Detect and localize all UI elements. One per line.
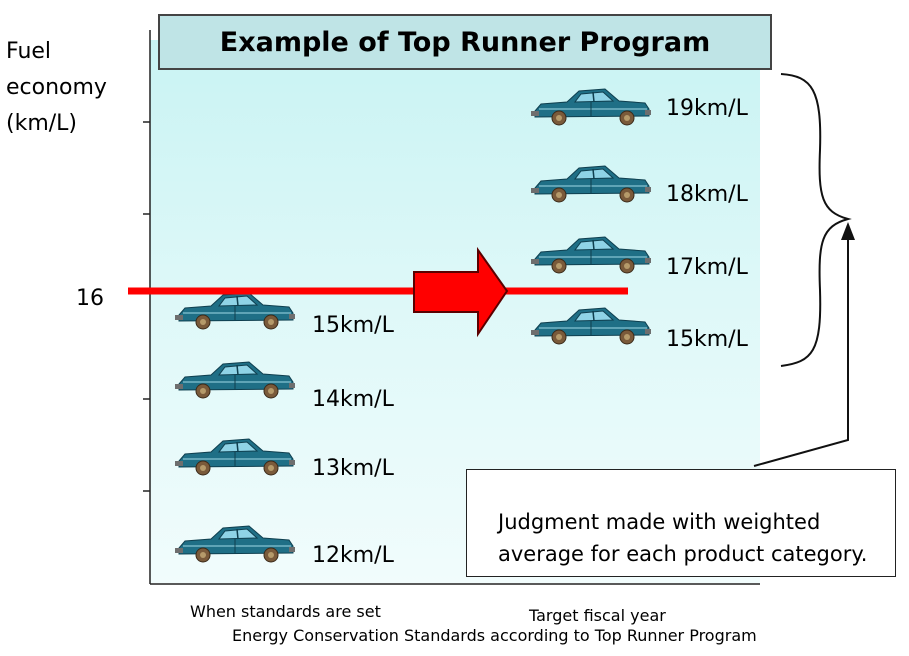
x-label-left: When standards are set	[190, 602, 381, 621]
current-car-label: 12km/L	[312, 543, 394, 568]
note-line: Judgment made with weighted	[498, 510, 821, 534]
diagram-title: Example of Top Runner Program	[158, 14, 772, 70]
note-text: Judgment made with weighted average for …	[498, 506, 867, 570]
arrow-head-icon	[841, 222, 855, 240]
y-axis-label-line: economy	[6, 75, 107, 100]
right-arrow-icon	[413, 246, 509, 338]
car-icon	[530, 307, 652, 345]
car-icon	[174, 525, 296, 563]
y-axis-label-line: (km/L)	[6, 111, 78, 136]
current-car-label: 15km/L	[312, 313, 394, 338]
y-axis-label-line: Fuel	[6, 39, 52, 64]
car-icon	[174, 361, 296, 399]
car-icon	[530, 88, 652, 126]
current-car-label: 13km/L	[312, 456, 394, 481]
note-line: average for each product category.	[498, 542, 868, 566]
target-car-label: 19km/L	[666, 96, 748, 121]
note-box	[466, 469, 896, 577]
car-icon	[530, 165, 652, 203]
target-car-label: 17km/L	[666, 255, 748, 280]
x-label-right: Target fiscal year	[529, 606, 666, 625]
current-car-label: 14km/L	[312, 387, 394, 412]
car-icon	[174, 292, 296, 330]
car-icon	[174, 438, 296, 476]
pointer-arrow-line	[753, 228, 849, 467]
y-axis-label: Fuel economy (km/L)	[6, 34, 107, 142]
standard-value-label: 16	[76, 286, 104, 311]
target-car-label: 15km/L	[666, 327, 748, 352]
car-icon	[530, 236, 652, 274]
target-car-label: 18km/L	[666, 182, 748, 207]
curly-brace	[780, 73, 852, 367]
diagram-caption: Energy Conservation Standards according …	[232, 626, 757, 645]
